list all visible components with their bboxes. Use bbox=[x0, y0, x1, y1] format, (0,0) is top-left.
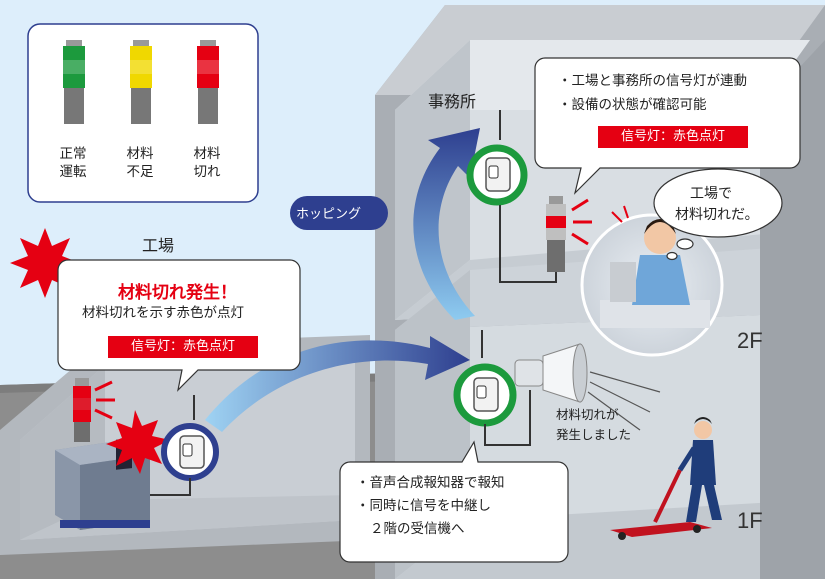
signal-arrow-to-1f bbox=[205, 336, 470, 432]
factory-bubble-headline: 材料切れ発生！ bbox=[118, 283, 237, 303]
office-label: 事務所 bbox=[428, 92, 477, 111]
office-signal-tower bbox=[546, 196, 592, 272]
worker-with-pallet-jack bbox=[610, 417, 722, 540]
legend-label-out: 材料 切れ bbox=[187, 145, 227, 181]
legend-label-normal-line1: 正常 bbox=[59, 146, 87, 162]
legend-lamp-yellow bbox=[130, 40, 152, 124]
thought-bubble bbox=[653, 168, 783, 261]
voice-text-line1: 材料切れが bbox=[556, 407, 619, 422]
voice-speaker bbox=[514, 343, 661, 431]
office-worker-illustration bbox=[580, 205, 724, 357]
factory-signal-tag: 信号灯：赤色点灯 bbox=[108, 336, 258, 358]
relay-bubble-line2: ・同時に信号を中継し bbox=[356, 498, 491, 514]
office-signal-tag: 信号灯：赤色点灯 bbox=[598, 126, 748, 148]
relay-bubble-line3: ２階の受信機へ bbox=[370, 521, 465, 537]
hopping-arrow-to-2f bbox=[413, 128, 480, 320]
legend-label-shortage-line1: 材料 bbox=[126, 146, 154, 162]
relay-bubble-line1: ・音声合成報知器で報知 bbox=[356, 475, 505, 491]
thought-line2: 材料切れだ。 bbox=[675, 207, 759, 223]
floor-label-2f: 2F bbox=[737, 328, 763, 353]
office-wireless-device bbox=[466, 110, 557, 283]
thought-line1: 工場で bbox=[690, 186, 732, 202]
legend-label-normal-line2: 運転 bbox=[59, 164, 87, 180]
voice-text-line2: 発生しました bbox=[556, 427, 632, 442]
legend-lamp-red bbox=[197, 40, 219, 124]
legend-label-out-line2: 切れ bbox=[193, 164, 221, 180]
machine-burst-icon bbox=[106, 410, 170, 474]
legend-label-shortage: 材料 不足 bbox=[120, 145, 160, 181]
factory-bubble-detail: 材料切れを示す赤色が点灯 bbox=[82, 305, 244, 321]
office-bubble bbox=[534, 57, 801, 195]
office-bubble-line2: ・設備の状態が確認可能 bbox=[558, 97, 707, 113]
factory-machine bbox=[55, 438, 150, 530]
legend-lamp-green bbox=[63, 40, 85, 124]
factory-wireless-device bbox=[150, 395, 219, 496]
floor-label-1f: 1F bbox=[737, 508, 763, 533]
relay-wireless-device bbox=[453, 330, 531, 446]
factory-signal-tower bbox=[73, 378, 115, 442]
factory-label: 工場 bbox=[142, 236, 175, 255]
hopping-badge bbox=[290, 196, 388, 230]
legend-label-out-line1: 材料 bbox=[193, 146, 221, 162]
legend-label-normal: 正常 運転 bbox=[53, 145, 93, 181]
legend-label-shortage-line2: 不足 bbox=[126, 164, 154, 180]
relay-bubble bbox=[339, 440, 569, 563]
hopping-label: ホッピング bbox=[296, 207, 362, 222]
office-bubble-line1: ・工場と事務所の信号灯が連動 bbox=[558, 73, 747, 89]
